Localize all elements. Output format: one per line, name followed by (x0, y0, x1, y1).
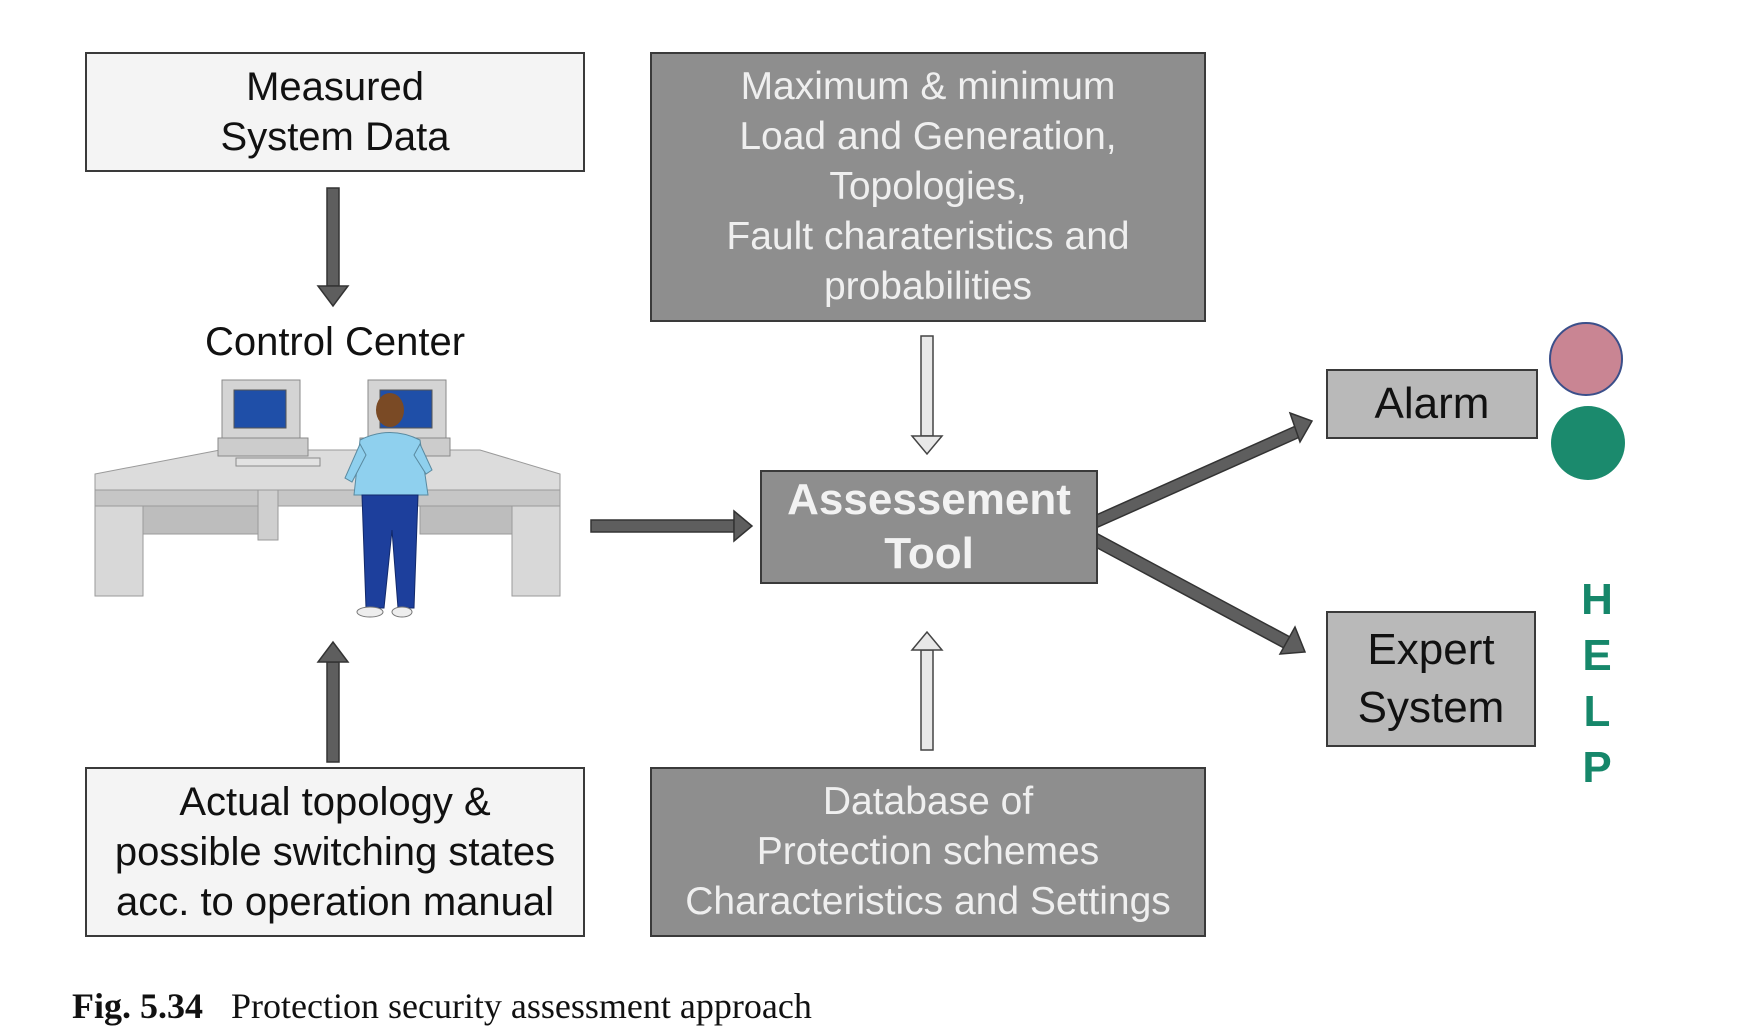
box-line: Protection schemes (756, 830, 1100, 873)
arrow-maxmin-to-tool (910, 335, 944, 456)
protection-database-box: Database of Protection schemes Character… (650, 767, 1206, 937)
box-line: Topologies, (829, 165, 1027, 208)
box-line: Measured (246, 65, 424, 109)
help-vertical-text: H E L P (1572, 572, 1622, 796)
actual-topology-box: Actual topology & possible switching sta… (85, 767, 585, 937)
arrow-database-to-tool (910, 630, 944, 751)
box-line: Expert (1367, 625, 1495, 674)
box-line: System (1357, 683, 1505, 732)
arrow-actual-to-control-center (316, 640, 350, 763)
arrow-measured-to-control-center (316, 187, 350, 308)
arrow-control-center-to-tool (590, 509, 754, 543)
help-letter: H (1581, 575, 1613, 624)
measured-system-data-box: Measured System Data (85, 52, 585, 172)
figure-number: Fig. 5.34 (72, 986, 203, 1026)
box-line: possible switching states (114, 830, 556, 874)
box-line: Assessement (787, 475, 1071, 524)
box-line: acc. to operation manual (115, 880, 555, 924)
box-line: Load and Generation, (739, 115, 1117, 158)
assessment-tool-box: Assessement Tool (760, 470, 1098, 584)
box-line: Fault charateristics and (726, 215, 1130, 258)
computer-left-icon (217, 379, 321, 467)
help-letter: E (1582, 631, 1612, 680)
box-line: Maximum & minimum (740, 65, 1116, 108)
control-desk (94, 449, 561, 597)
figure-caption: Fig. 5.34 Protection security assessment … (72, 985, 812, 1027)
expert-system-box: Expert System (1326, 611, 1536, 747)
red-alarm-lamp-icon (1549, 322, 1623, 396)
box-line: Alarm (1374, 379, 1490, 428)
box-line: Database of (822, 780, 1034, 823)
help-letter: P (1582, 743, 1612, 792)
green-alarm-lamp-icon (1551, 406, 1625, 480)
alarm-box: Alarm (1326, 369, 1538, 439)
figure-caption-text: Protection security assessment approach (231, 986, 812, 1026)
box-line: probabilities (823, 265, 1033, 308)
operator-person-icon (344, 393, 433, 618)
box-line: Tool (884, 529, 974, 578)
max-min-load-box: Maximum & minimum Load and Generation, T… (650, 52, 1206, 322)
box-line: Characteristics and Settings (685, 880, 1171, 923)
help-letter: L (1583, 687, 1611, 736)
box-line: Actual topology & (179, 780, 491, 824)
control-center-label: Control Center (204, 320, 466, 364)
box-line: System Data (220, 115, 450, 159)
